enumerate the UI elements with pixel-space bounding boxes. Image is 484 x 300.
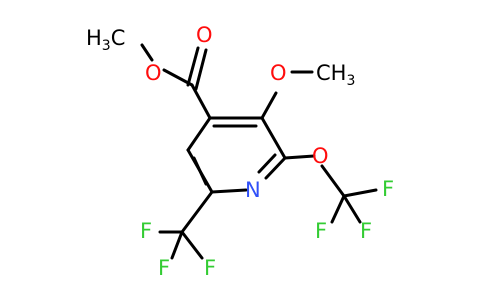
bond-cf3-c-f2 <box>170 230 184 260</box>
bond-ring-c2-n <box>264 156 287 180</box>
bond-carbonyl-c-o-b <box>194 48 208 91</box>
atom-label-cf3-f1: F <box>140 219 152 243</box>
bond-ocf3-o-c <box>320 164 346 198</box>
bond-ring-ocf3-o <box>283 154 316 160</box>
atom-label-methoxy-ch3: CH3 <box>316 61 355 89</box>
bond-ocf3-c-f1 <box>342 188 378 198</box>
atom-label-cf3-f3: F <box>204 256 216 280</box>
atom-label-methoxy-o: O <box>270 61 287 85</box>
bond-ring-c6-c5-inner <box>192 156 208 186</box>
atom-label-carbonyl-o: O <box>196 23 213 47</box>
bond-ocf3-c-f2 <box>330 194 346 224</box>
bond-carbonyl-c-ring <box>190 83 212 120</box>
bond-ring-c3-c2 <box>260 116 287 160</box>
bond-ring-c2-n-inner <box>257 153 277 174</box>
atom-label-ester-o: O <box>145 61 162 85</box>
bond-ocf3-c-f3 <box>342 194 362 224</box>
bond-ring-cf3-c <box>180 190 214 234</box>
atom-label-ring-n: N <box>245 178 261 202</box>
bond-ring-c5-c4 <box>186 116 212 152</box>
bonds <box>140 43 378 260</box>
atom-labels: H3C O O O CH3 N O F F F F F F <box>86 23 394 280</box>
bond-carbonyl-c-o-a <box>186 46 200 87</box>
atom-label-cf3-f2: F <box>158 256 170 280</box>
atom-label-ocf3-f1: F <box>382 177 394 201</box>
atom-label-ocf3-f3: F <box>360 219 372 243</box>
atom-label-h3c: H3C <box>86 26 125 54</box>
bond-cf3-c-f3 <box>180 230 204 260</box>
atom-label-ocf3-o: O <box>312 144 329 168</box>
bond-h3c-ester-o <box>140 43 154 62</box>
bond-ring-n-c6 <box>210 188 248 194</box>
atom-label-ocf3-f2: F <box>315 219 327 243</box>
bond-ring-methoxy-o <box>260 91 278 120</box>
